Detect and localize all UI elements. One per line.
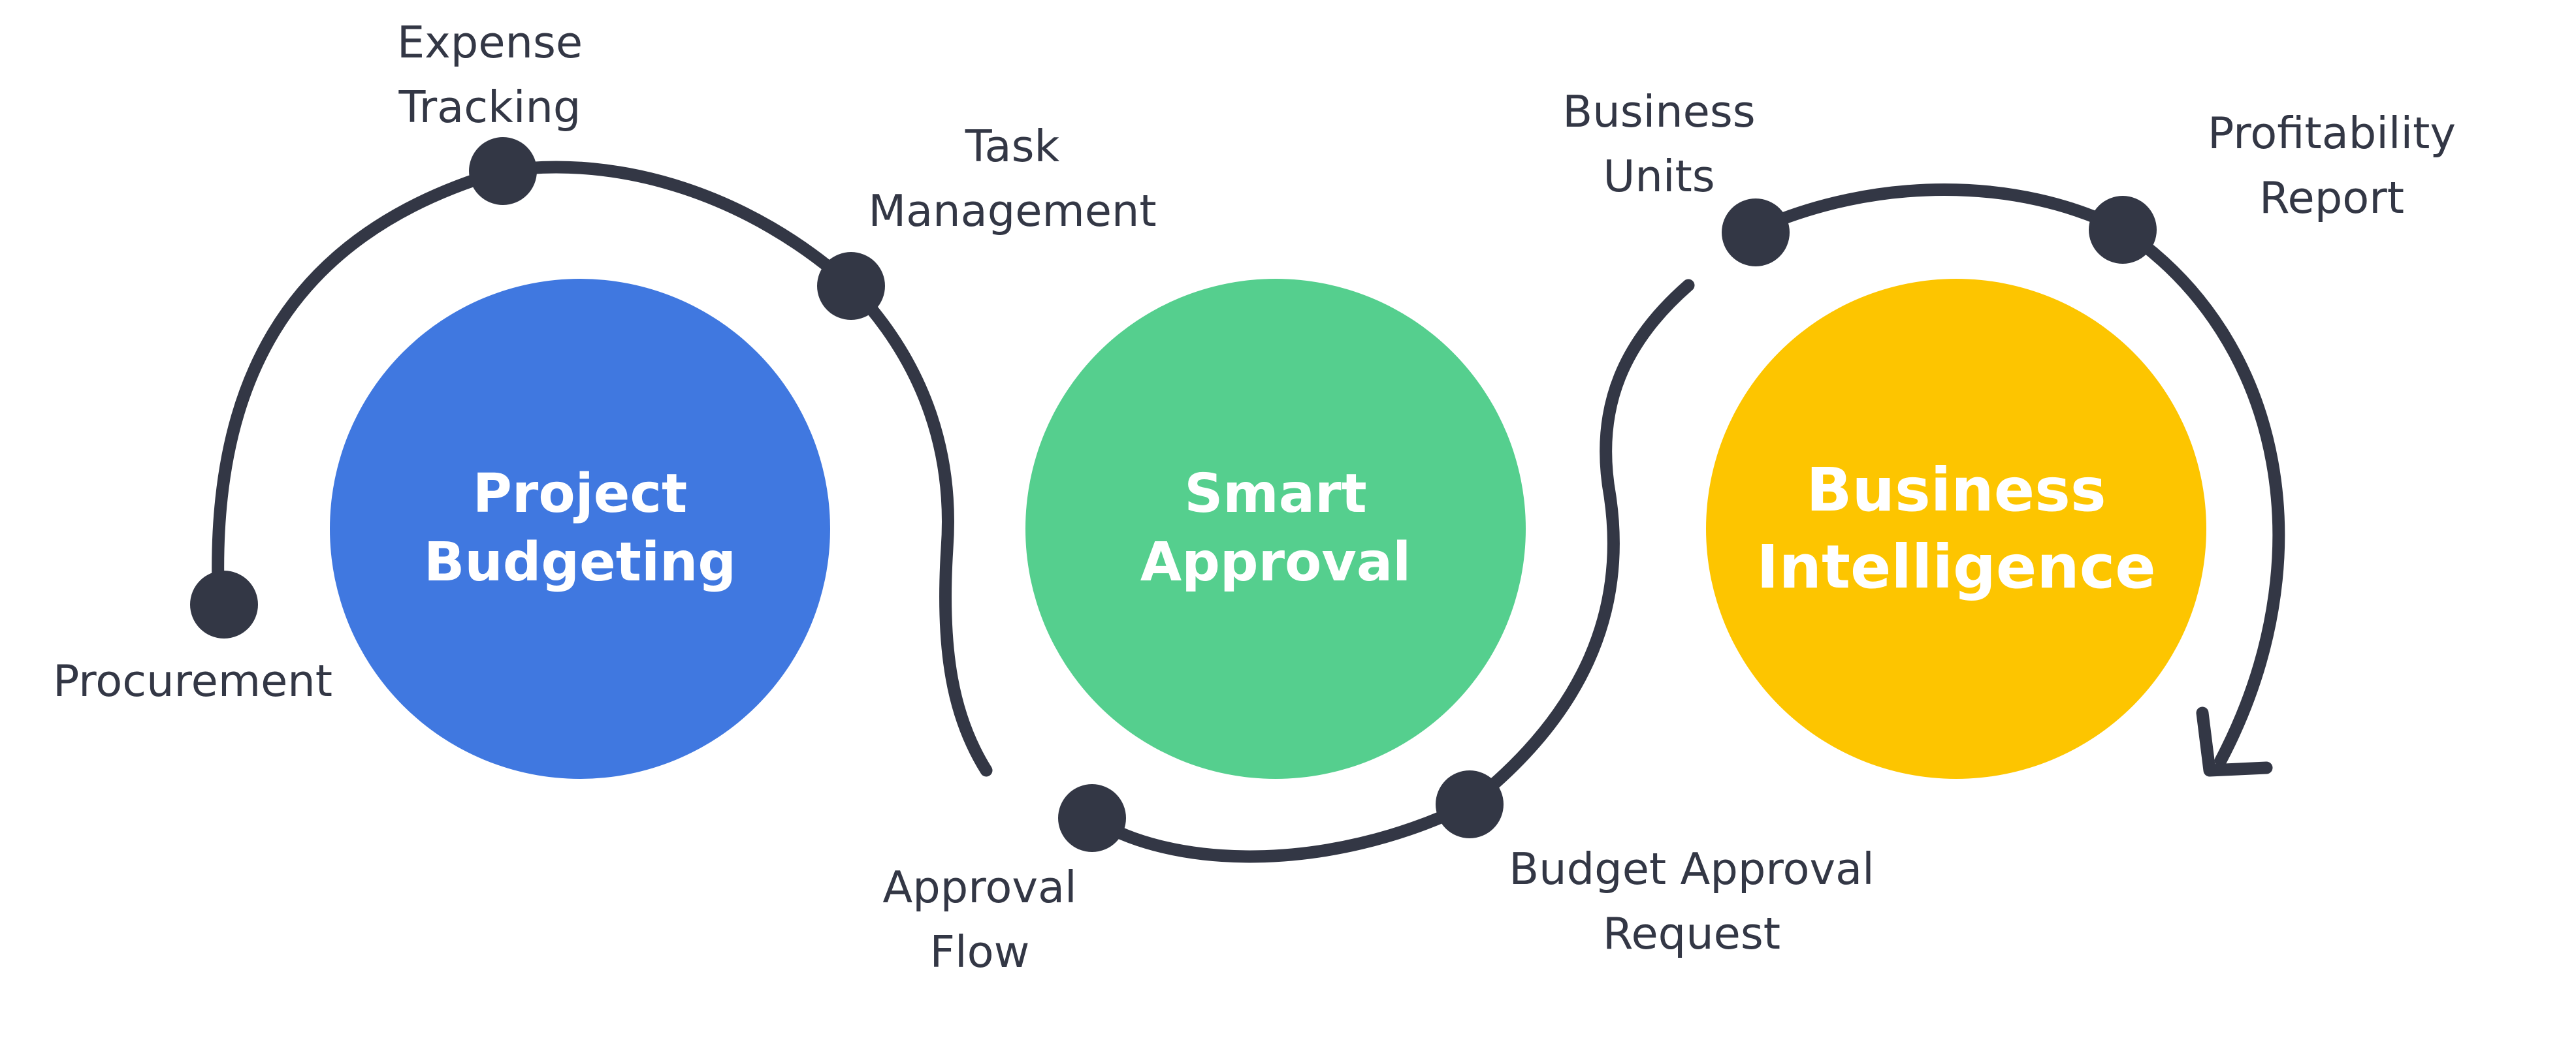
flow-path-bi-right bbox=[2116, 223, 2285, 767]
label-procurement-line1: Procurement bbox=[52, 655, 333, 706]
label-task-management: Task Management bbox=[829, 114, 1195, 244]
label-expense-tracking: Expense Tracking bbox=[340, 10, 640, 140]
project-budgeting-circle: Project Budgeting bbox=[330, 279, 830, 779]
label-budget-approval-request-line1: Budget Approval bbox=[1509, 844, 1875, 894]
label-procurement: Procurement bbox=[20, 649, 366, 714]
smart-approval-line1: Smart bbox=[1184, 463, 1367, 526]
flow-path-bi-top bbox=[1749, 183, 2129, 236]
node-profitability-report bbox=[2089, 196, 2157, 264]
label-expense-tracking-line1: Expense bbox=[396, 17, 583, 68]
node-business-units bbox=[1722, 198, 1790, 266]
smart-approval-line2: Approval bbox=[1140, 531, 1411, 593]
label-task-management-line2: Management bbox=[868, 185, 1157, 237]
project-budgeting-line2: Budgeting bbox=[423, 531, 737, 593]
flow-path-task-to-approval bbox=[845, 279, 993, 777]
project-budgeting-line1: Project bbox=[472, 463, 688, 526]
flow-path-approval-bottom bbox=[1086, 798, 1476, 863]
label-approval-flow-line2: Flow bbox=[929, 926, 1030, 978]
node-task-management bbox=[817, 252, 885, 320]
label-business-units-line2: Units bbox=[1603, 151, 1715, 202]
business-intelligence-line2: Intelligence bbox=[1756, 532, 2156, 602]
node-expense-tracking bbox=[469, 137, 537, 205]
flow-path-budget-to-bu bbox=[1463, 279, 1695, 811]
business-intelligence-circle: Business Intelligence bbox=[1706, 279, 2206, 779]
flow-path-project bbox=[212, 161, 858, 610]
label-approval-flow-line1: Approval bbox=[882, 862, 1077, 913]
label-business-units: Business Units bbox=[1502, 80, 1816, 209]
label-approval-flow: Approval Flow bbox=[836, 855, 1123, 985]
label-budget-approval-request: Budget Approval Request bbox=[1457, 837, 1927, 966]
arrowhead-icon bbox=[2196, 706, 2273, 777]
label-profitability-report-line1: Profitability bbox=[2207, 108, 2456, 159]
business-intelligence-line1: Business bbox=[1806, 455, 2106, 526]
label-profitability-report: Profitability Report bbox=[2149, 101, 2515, 230]
node-approval-flow bbox=[1058, 784, 1126, 852]
label-expense-tracking-line2: Tracking bbox=[398, 82, 581, 133]
label-business-units-line1: Business bbox=[1562, 86, 1756, 137]
label-budget-approval-request-line2: Request bbox=[1602, 908, 1781, 960]
smart-approval-circle: Smart Approval bbox=[1025, 279, 1526, 779]
label-task-management-line1: Task bbox=[965, 121, 1060, 172]
label-profitability-report-line2: Report bbox=[2259, 172, 2405, 224]
node-budget-approval-request bbox=[1436, 770, 1504, 838]
node-procurement bbox=[190, 571, 258, 639]
